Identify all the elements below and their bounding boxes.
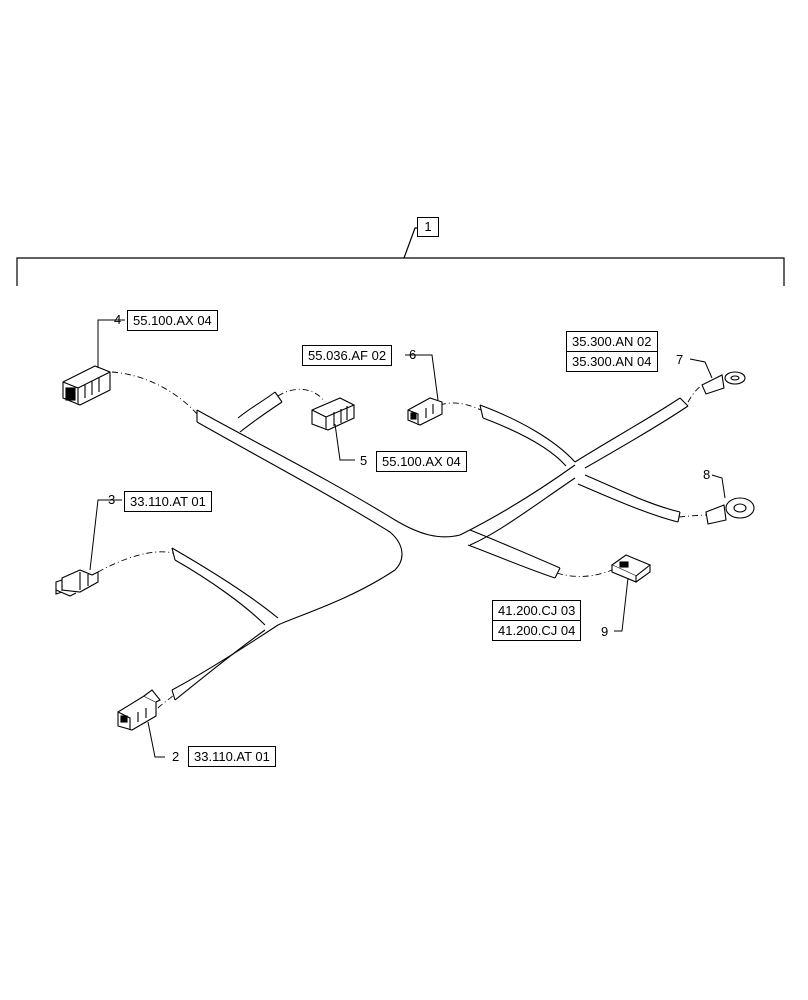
reference-box[interactable]: 55.036.AF 02 xyxy=(302,345,393,366)
ring-terminal-7-icon xyxy=(701,371,746,395)
callout-number: 8 xyxy=(703,467,711,482)
connector-2-icon xyxy=(117,689,161,731)
callout-number: 5 xyxy=(360,453,368,468)
reference-box[interactable]: 33.110.AT 01 xyxy=(188,746,276,767)
connector-4-icon xyxy=(62,365,111,406)
callout-number: 7 xyxy=(676,352,684,367)
main-item-number[interactable]: 1 xyxy=(417,217,439,237)
callout-number: 6 xyxy=(409,347,417,362)
connector-3-icon xyxy=(55,569,99,597)
reference-box[interactable]: 55.100.AX 04 xyxy=(127,310,218,331)
reference-entry[interactable]: 41.200.CJ 03 xyxy=(498,603,576,618)
connector-9-icon xyxy=(610,554,652,583)
leader-lines xyxy=(89,319,726,758)
ring-terminal-8-icon xyxy=(705,497,755,525)
reference-box[interactable]: 33.110.AT 01 xyxy=(124,491,212,512)
wire-leads xyxy=(97,371,709,709)
reference-box-stack[interactable]: 41.200.CJ 03 41.200.CJ 04 xyxy=(492,600,582,641)
reference-box[interactable]: 55.100.AX 04 xyxy=(376,451,467,472)
reference-box-stack[interactable]: 35.300.AN 02 35.300.AN 04 xyxy=(566,331,658,372)
callout-number: 9 xyxy=(601,624,609,639)
reference-entry[interactable]: 35.300.AN 04 xyxy=(567,351,657,371)
connector-6-icon xyxy=(407,397,443,426)
connector-5-icon xyxy=(311,397,355,431)
callout-number: 4 xyxy=(114,312,122,327)
callout-number: 3 xyxy=(108,492,116,507)
harness-wires xyxy=(171,391,689,701)
reference-entry[interactable]: 35.300.AN 02 xyxy=(572,334,652,349)
reference-entry[interactable]: 41.200.CJ 04 xyxy=(493,620,581,640)
assembly-bracket xyxy=(16,227,785,286)
callout-number: 2 xyxy=(172,749,180,764)
